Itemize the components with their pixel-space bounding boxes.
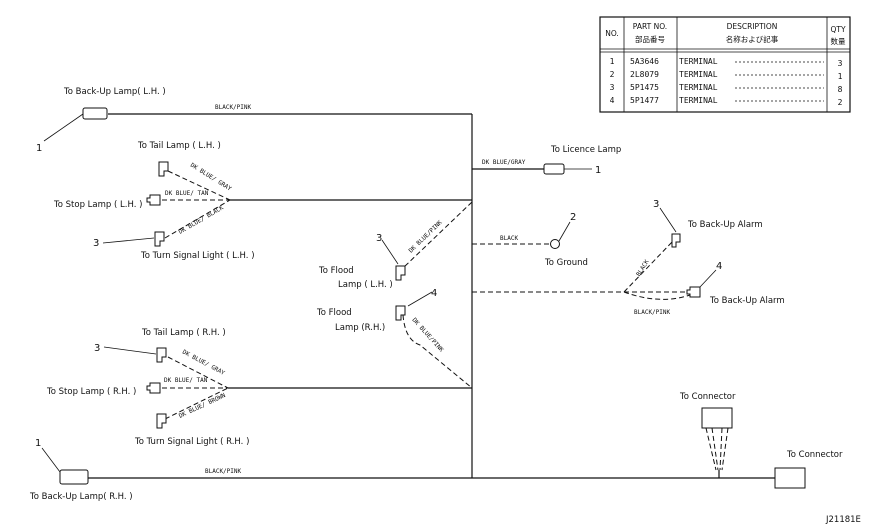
wire-color-label: DK BLUE/ GRAY bbox=[189, 162, 233, 193]
bullet-terminal-icon bbox=[543, 163, 565, 175]
turn-signal-rh-label: To Turn Signal Light ( R.H. ) bbox=[134, 437, 249, 447]
spade-terminal-icon bbox=[156, 347, 167, 363]
wire-color-label: BLACK/PINK bbox=[205, 468, 242, 475]
row-no: 1 bbox=[610, 57, 615, 66]
table-row: 4 5P1477 TERMINAL 2 bbox=[610, 96, 843, 107]
ground-branch: 2 To Ground BLACK bbox=[472, 212, 588, 268]
bullet-terminal-icon bbox=[59, 469, 89, 485]
stop-lamp-lh-label: To Stop Lamp ( L.H. ) bbox=[53, 200, 142, 210]
row-part-no: 2L8079 bbox=[630, 70, 659, 79]
backup-alarm-branch: 3 To Back-Up Alarm 4 To Back-Up Alarm BL… bbox=[472, 199, 785, 316]
backup-lamp-rh-label: To Back-Up Lamp( R.H. ) bbox=[29, 492, 133, 502]
wire-color-label: DK BLUE/GRAY bbox=[482, 159, 526, 166]
connector-label: To Connector bbox=[679, 392, 736, 402]
bullet-terminal-icon bbox=[82, 107, 108, 120]
flood-lamp-lh-branch: 3 To Flood Lamp ( L.H. ) DK BLUE/PINK bbox=[318, 201, 473, 290]
backup-lamp-lh: 1 To Back-Up Lamp( L.H. ) BLACK/PINK bbox=[36, 87, 252, 154]
licence-lamp-label: To Licence Lamp bbox=[550, 145, 621, 155]
flood-lamp-rh-label: Lamp (R.H.) bbox=[335, 323, 385, 333]
table-header-no: NO. bbox=[605, 29, 619, 38]
spade-terminal-icon bbox=[686, 286, 701, 298]
wire-color-label: BLACK/PINK bbox=[634, 309, 671, 316]
parts-table: NO. PART NO. 部品番号 DESCRIPTION 名称および記事 QT… bbox=[599, 16, 851, 113]
rh-lamp-cluster: 3 To Tail Lamp ( R.H. ) To Stop Lamp ( R… bbox=[46, 328, 472, 447]
ground-label: To Ground bbox=[544, 258, 588, 268]
spade-terminal-icon bbox=[154, 231, 165, 247]
row-no: 3 bbox=[610, 83, 615, 92]
table-header-part-no: PART NO. bbox=[633, 22, 667, 31]
table-header-qty: QTY bbox=[830, 25, 845, 34]
stop-lamp-rh-label: To Stop Lamp ( R.H. ) bbox=[46, 387, 136, 397]
table-row: 2 2L8079 TERMINAL 1 bbox=[610, 70, 843, 81]
row-part-no: 5A3646 bbox=[630, 57, 659, 66]
flood-lamp-rh-branch: 4 To Flood Lamp (R.H.) DK BLUE/PINK bbox=[316, 288, 473, 389]
row-qty: 1 bbox=[838, 72, 843, 81]
row-part-no: 5P1475 bbox=[630, 83, 659, 92]
row-qty: 8 bbox=[838, 85, 843, 94]
spade-terminal-icon bbox=[395, 305, 406, 321]
tail-lamp-lh-label: To Tail Lamp ( L.H. ) bbox=[137, 141, 221, 151]
wire-color-label: DK BLUE/PINK bbox=[408, 219, 444, 254]
row-part-no: 5P1477 bbox=[630, 96, 659, 105]
tail-lamp-rh-label: To Tail Lamp ( R.H. ) bbox=[141, 328, 226, 338]
row-qty: 3 bbox=[838, 59, 843, 68]
callout-number: 1 bbox=[35, 438, 41, 449]
spade-terminal-icon bbox=[158, 161, 169, 177]
backup-alarm-label: To Back-Up Alarm bbox=[687, 220, 763, 230]
row-no: 4 bbox=[610, 96, 615, 105]
wire-color-label: BLACK bbox=[635, 258, 651, 277]
connector-plug-icon bbox=[701, 407, 733, 429]
spade-terminal-icon bbox=[671, 233, 681, 248]
wire-color-label: DK BLUE/ TAN bbox=[165, 190, 209, 197]
wire-color-label: DK BLUE/ BLACK bbox=[178, 204, 226, 236]
flood-lamp-lh-label: To Flood bbox=[318, 266, 354, 276]
wire-color-label: DK BLUE/ TAN bbox=[164, 377, 208, 384]
ring-terminal-icon bbox=[550, 239, 560, 249]
main-harness bbox=[88, 113, 775, 479]
table-header-description: DESCRIPTION bbox=[727, 22, 778, 31]
row-description: TERMINAL bbox=[679, 83, 718, 92]
figure-id: J21181E bbox=[825, 515, 861, 525]
spade-terminal-icon bbox=[146, 194, 161, 206]
spade-terminal-icon bbox=[146, 382, 161, 394]
row-qty: 2 bbox=[838, 98, 843, 107]
row-description: TERMINAL bbox=[679, 57, 718, 66]
wire-color-label: DK BLUE/ BROWN bbox=[178, 392, 227, 420]
table-row: 1 5A3646 TERMINAL 3 bbox=[610, 57, 843, 68]
wire-color-label: BLACK bbox=[500, 235, 518, 242]
callout-number: 2 bbox=[570, 212, 576, 223]
table-header-description-jp: 名称および記事 bbox=[726, 34, 779, 44]
backup-lamp-rh: 1 To Back-Up Lamp( R.H. ) BLACK/PINK bbox=[29, 438, 242, 502]
table-header-qty-jp: 数量 bbox=[831, 36, 846, 46]
licence-lamp-branch: 1 To Licence Lamp DK BLUE/GRAY bbox=[472, 145, 621, 176]
table-header-part-no-jp: 部品番号 bbox=[635, 34, 665, 44]
flood-lamp-lh-label: Lamp ( L.H. ) bbox=[338, 280, 393, 290]
callout-number: 4 bbox=[431, 288, 437, 299]
spade-terminal-icon bbox=[156, 413, 167, 429]
callout-number: 3 bbox=[376, 233, 382, 244]
callout-number: 3 bbox=[93, 238, 99, 249]
spade-terminal-icon bbox=[395, 265, 406, 281]
table-row: 3 5P1475 TERMINAL 8 bbox=[610, 83, 843, 94]
callout-number: 3 bbox=[94, 343, 100, 354]
callout-number: 3 bbox=[653, 199, 659, 210]
connector-label: To Connector bbox=[786, 450, 843, 460]
wire-color-label: DK BLUE/ GRAY bbox=[181, 349, 226, 377]
row-no: 2 bbox=[610, 70, 615, 79]
row-description: TERMINAL bbox=[679, 70, 718, 79]
lh-lamp-cluster: 3 To Tail Lamp ( L.H. ) To Stop Lamp ( L… bbox=[53, 141, 472, 261]
backup-lamp-lh-label: To Back-Up Lamp( L.H. ) bbox=[63, 87, 166, 97]
callout-number: 4 bbox=[716, 261, 722, 272]
turn-signal-lh-label: To Turn Signal Light ( L.H. ) bbox=[140, 251, 255, 261]
callout-number: 1 bbox=[595, 165, 601, 176]
backup-alarm-label: To Back-Up Alarm bbox=[709, 296, 785, 306]
flood-lamp-rh-label: To Flood bbox=[316, 308, 352, 318]
wire-color-label: DK BLUE/PINK bbox=[411, 317, 445, 354]
callout-number: 1 bbox=[36, 143, 42, 154]
connector-group: To Connector To Connector bbox=[679, 392, 843, 489]
wire-color-label: BLACK/PINK bbox=[215, 104, 252, 111]
connector-plug-icon bbox=[774, 467, 806, 489]
row-description: TERMINAL bbox=[679, 96, 718, 105]
